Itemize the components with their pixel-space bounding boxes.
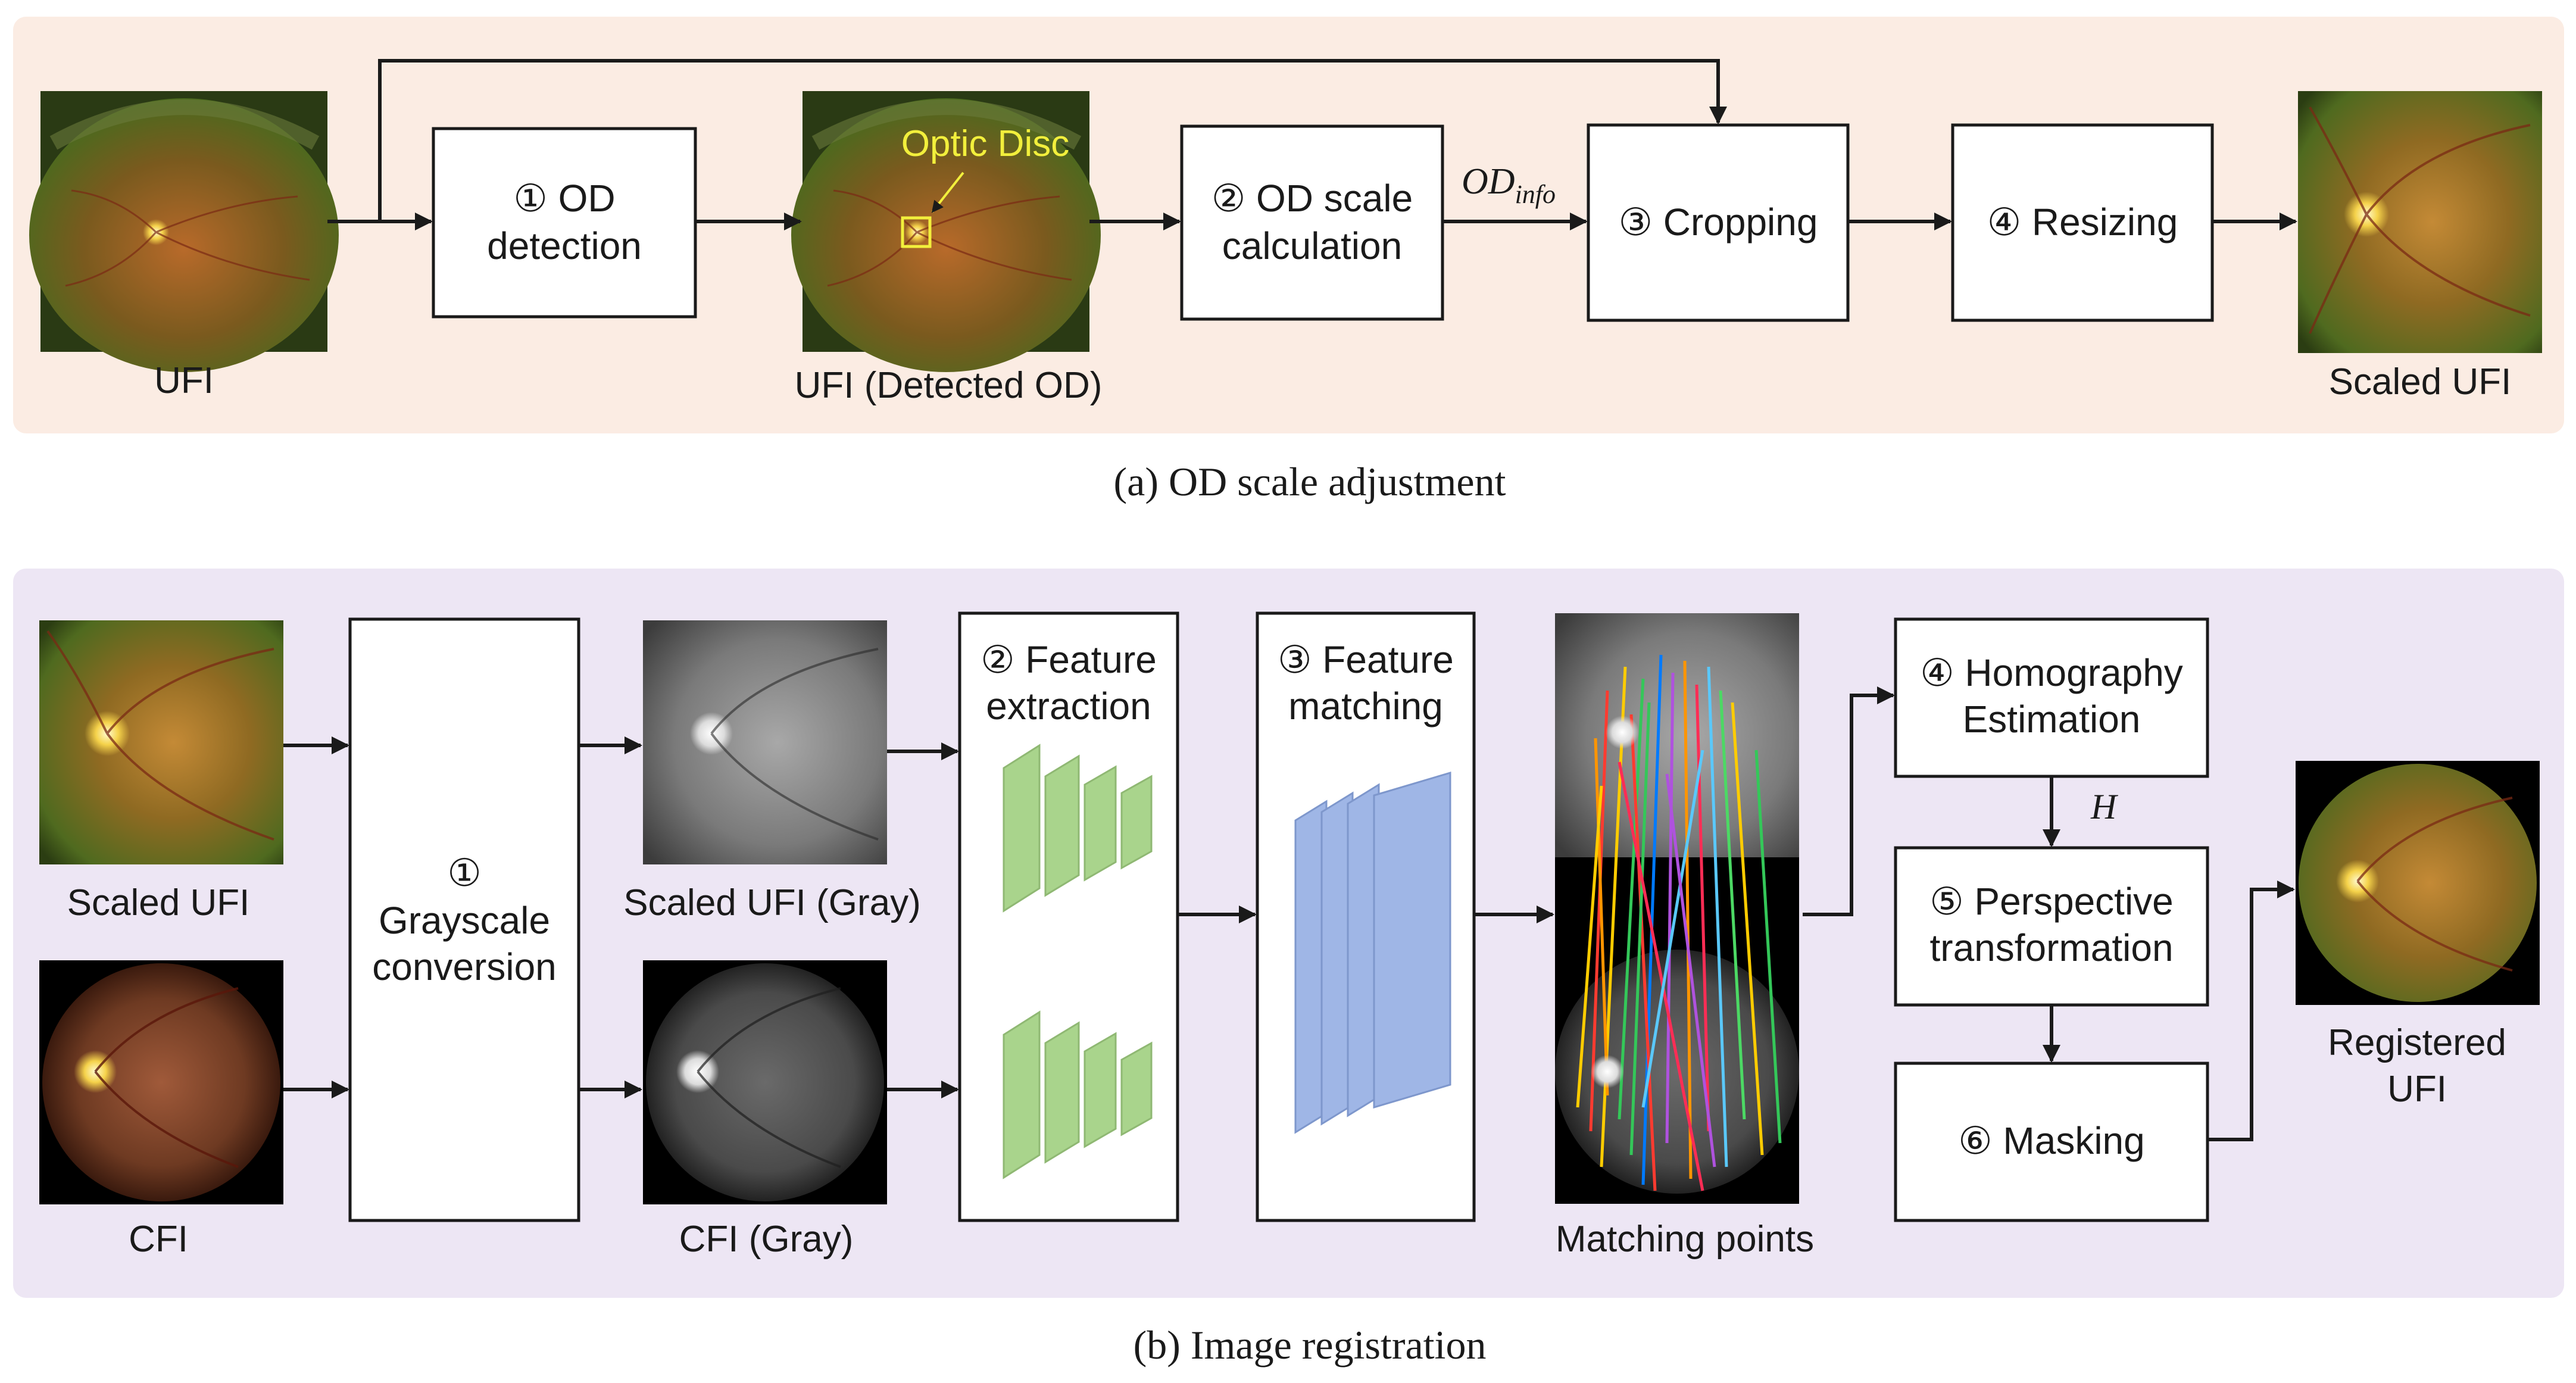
feature-matching-line1: ③ Feature <box>1278 638 1454 681</box>
feature-extraction-step: ② Feature extraction <box>958 611 1179 1222</box>
od-scale-calculation-step: ② OD scale calculation <box>1180 124 1444 321</box>
panel-a-arrows <box>327 59 2297 230</box>
od-bounding-box <box>901 216 932 248</box>
masking-step: ⑥ Masking <box>1894 1062 2209 1222</box>
cropping-label: ③ Cropping <box>1619 201 1818 243</box>
grayscale-line2: Grayscale <box>379 899 550 942</box>
homography-step: ④ Homography Estimation <box>1894 617 2209 778</box>
feature-extraction-line1: ② Feature <box>981 638 1157 681</box>
cfi-image <box>39 960 283 1204</box>
caption-a: (a) OD scale adjustment <box>1114 459 1506 504</box>
scaled-ufi-input-image <box>39 620 283 864</box>
masking-label: ⑥ Masking <box>1958 1119 2144 1162</box>
od-detection-line2: detection <box>487 224 642 267</box>
ufi-image <box>29 91 339 372</box>
cfi-label: CFI <box>129 1219 188 1260</box>
od-scale-line2: calculation <box>1222 224 1402 267</box>
registered-ufi-label-line2: UFI <box>2387 1069 2447 1110</box>
matching-points-label: Matching points <box>1556 1219 1814 1260</box>
optic-disc-pointer <box>931 171 964 213</box>
match-lines <box>1576 654 1782 1191</box>
ufi-detected-label: UFI (Detected OD) <box>795 365 1103 406</box>
feature-extraction-line2: extraction <box>986 685 1151 728</box>
scaled-ufi-gray-image <box>643 620 887 864</box>
od-info-subscript: info <box>1515 180 1556 209</box>
resizing-label: ④ Resizing <box>1987 201 2178 243</box>
cfi-gray-image <box>643 960 887 1204</box>
perspective-line2: transformation <box>1929 926 2173 969</box>
feature-matching-step: ③ Feature matching <box>1256 611 1476 1222</box>
perspective-line1: ⑤ Perspective <box>1929 880 2174 923</box>
registered-ufi-label-line1: Registered <box>2328 1022 2506 1063</box>
grayscale-line3: conversion <box>372 945 557 988</box>
od-info-base: OD <box>1462 161 1515 202</box>
scaled-ufi-output-label: Scaled UFI <box>2329 361 2512 402</box>
od-info-label: ODinfo <box>1462 161 1556 209</box>
ufi-label: UFI <box>154 360 214 401</box>
grayscale-line1: ① <box>447 851 481 894</box>
cnn-encoder-top <box>1003 744 1153 913</box>
matcher-layers <box>1294 771 1451 1134</box>
od-scale-line1: ② OD scale <box>1211 177 1413 220</box>
cnn-encoder-bottom <box>1003 1010 1153 1179</box>
scaled-ufi-output-image <box>2298 91 2542 353</box>
od-detection-step: ① OD detection <box>432 127 697 319</box>
matching-points-image <box>1555 613 1799 1204</box>
resizing-step: ④ Resizing <box>1951 123 2214 322</box>
registered-ufi-image <box>2296 761 2540 1005</box>
panel-b-arrows <box>283 686 2295 1141</box>
caption-b: (b) Image registration <box>1134 1322 1487 1368</box>
od-detection-line1: ① OD <box>513 177 615 220</box>
h-label: H <box>2090 787 2119 826</box>
homography-line2: Estimation <box>1963 698 2141 741</box>
scaled-ufi-gray-label: Scaled UFI (Gray) <box>623 882 921 923</box>
grayscale-conversion-step: ① Grayscale conversion <box>348 617 580 1222</box>
optic-disc-annotation: Optic Disc <box>901 123 1069 164</box>
perspective-transformation-step: ⑤ Perspective transformation <box>1894 846 2209 1007</box>
feature-matching-line2: matching <box>1288 685 1443 728</box>
cropping-step: ③ Cropping <box>1587 123 1850 322</box>
cfi-gray-label: CFI (Gray) <box>679 1219 854 1260</box>
scaled-ufi-input-label: Scaled UFI <box>67 882 250 923</box>
homography-line1: ④ Homography <box>1920 651 2183 694</box>
ufi-detected-od-image: Optic Disc <box>791 91 1101 372</box>
